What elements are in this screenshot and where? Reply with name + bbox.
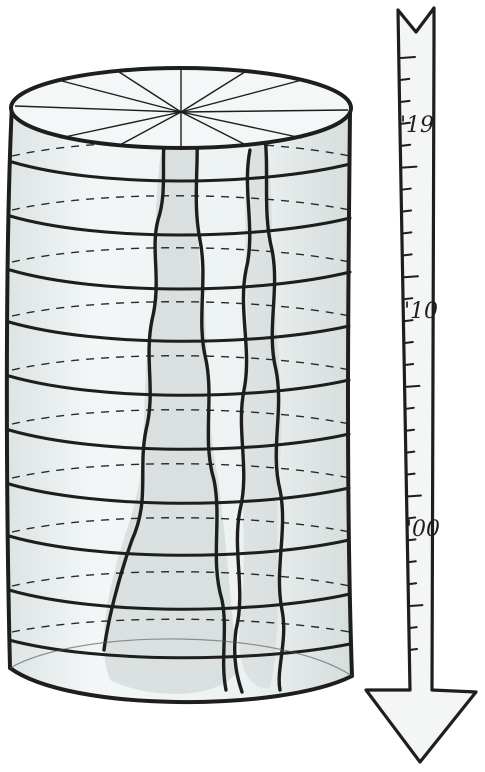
scale-tick [409, 627, 417, 628]
scale-tick [404, 276, 418, 277]
scale-tick [406, 430, 414, 431]
scale-tick [407, 474, 415, 475]
scale-tick [401, 79, 409, 80]
scale-tick [402, 101, 410, 102]
scale-tick [403, 210, 411, 211]
scale-tick [407, 496, 421, 497]
scale-tick [405, 386, 419, 387]
scale-label-00: '00 [406, 517, 440, 542]
scale-tick [402, 167, 416, 168]
scale-tick [409, 649, 417, 650]
scale-label-19: '19 [400, 113, 434, 138]
scale-label-10: '10 [404, 299, 438, 324]
scale-tick [406, 408, 414, 409]
scale-tick [403, 189, 411, 190]
scale-tick [408, 561, 416, 562]
scale-tick [402, 145, 410, 146]
scale-tick [406, 452, 414, 453]
scale-tick [404, 254, 412, 255]
scale-tick [408, 605, 422, 606]
scale-tick [405, 364, 413, 365]
scale-tick [408, 583, 416, 584]
scale-tick [403, 232, 411, 233]
scale-tick [405, 342, 413, 343]
scale-tick [401, 57, 415, 58]
